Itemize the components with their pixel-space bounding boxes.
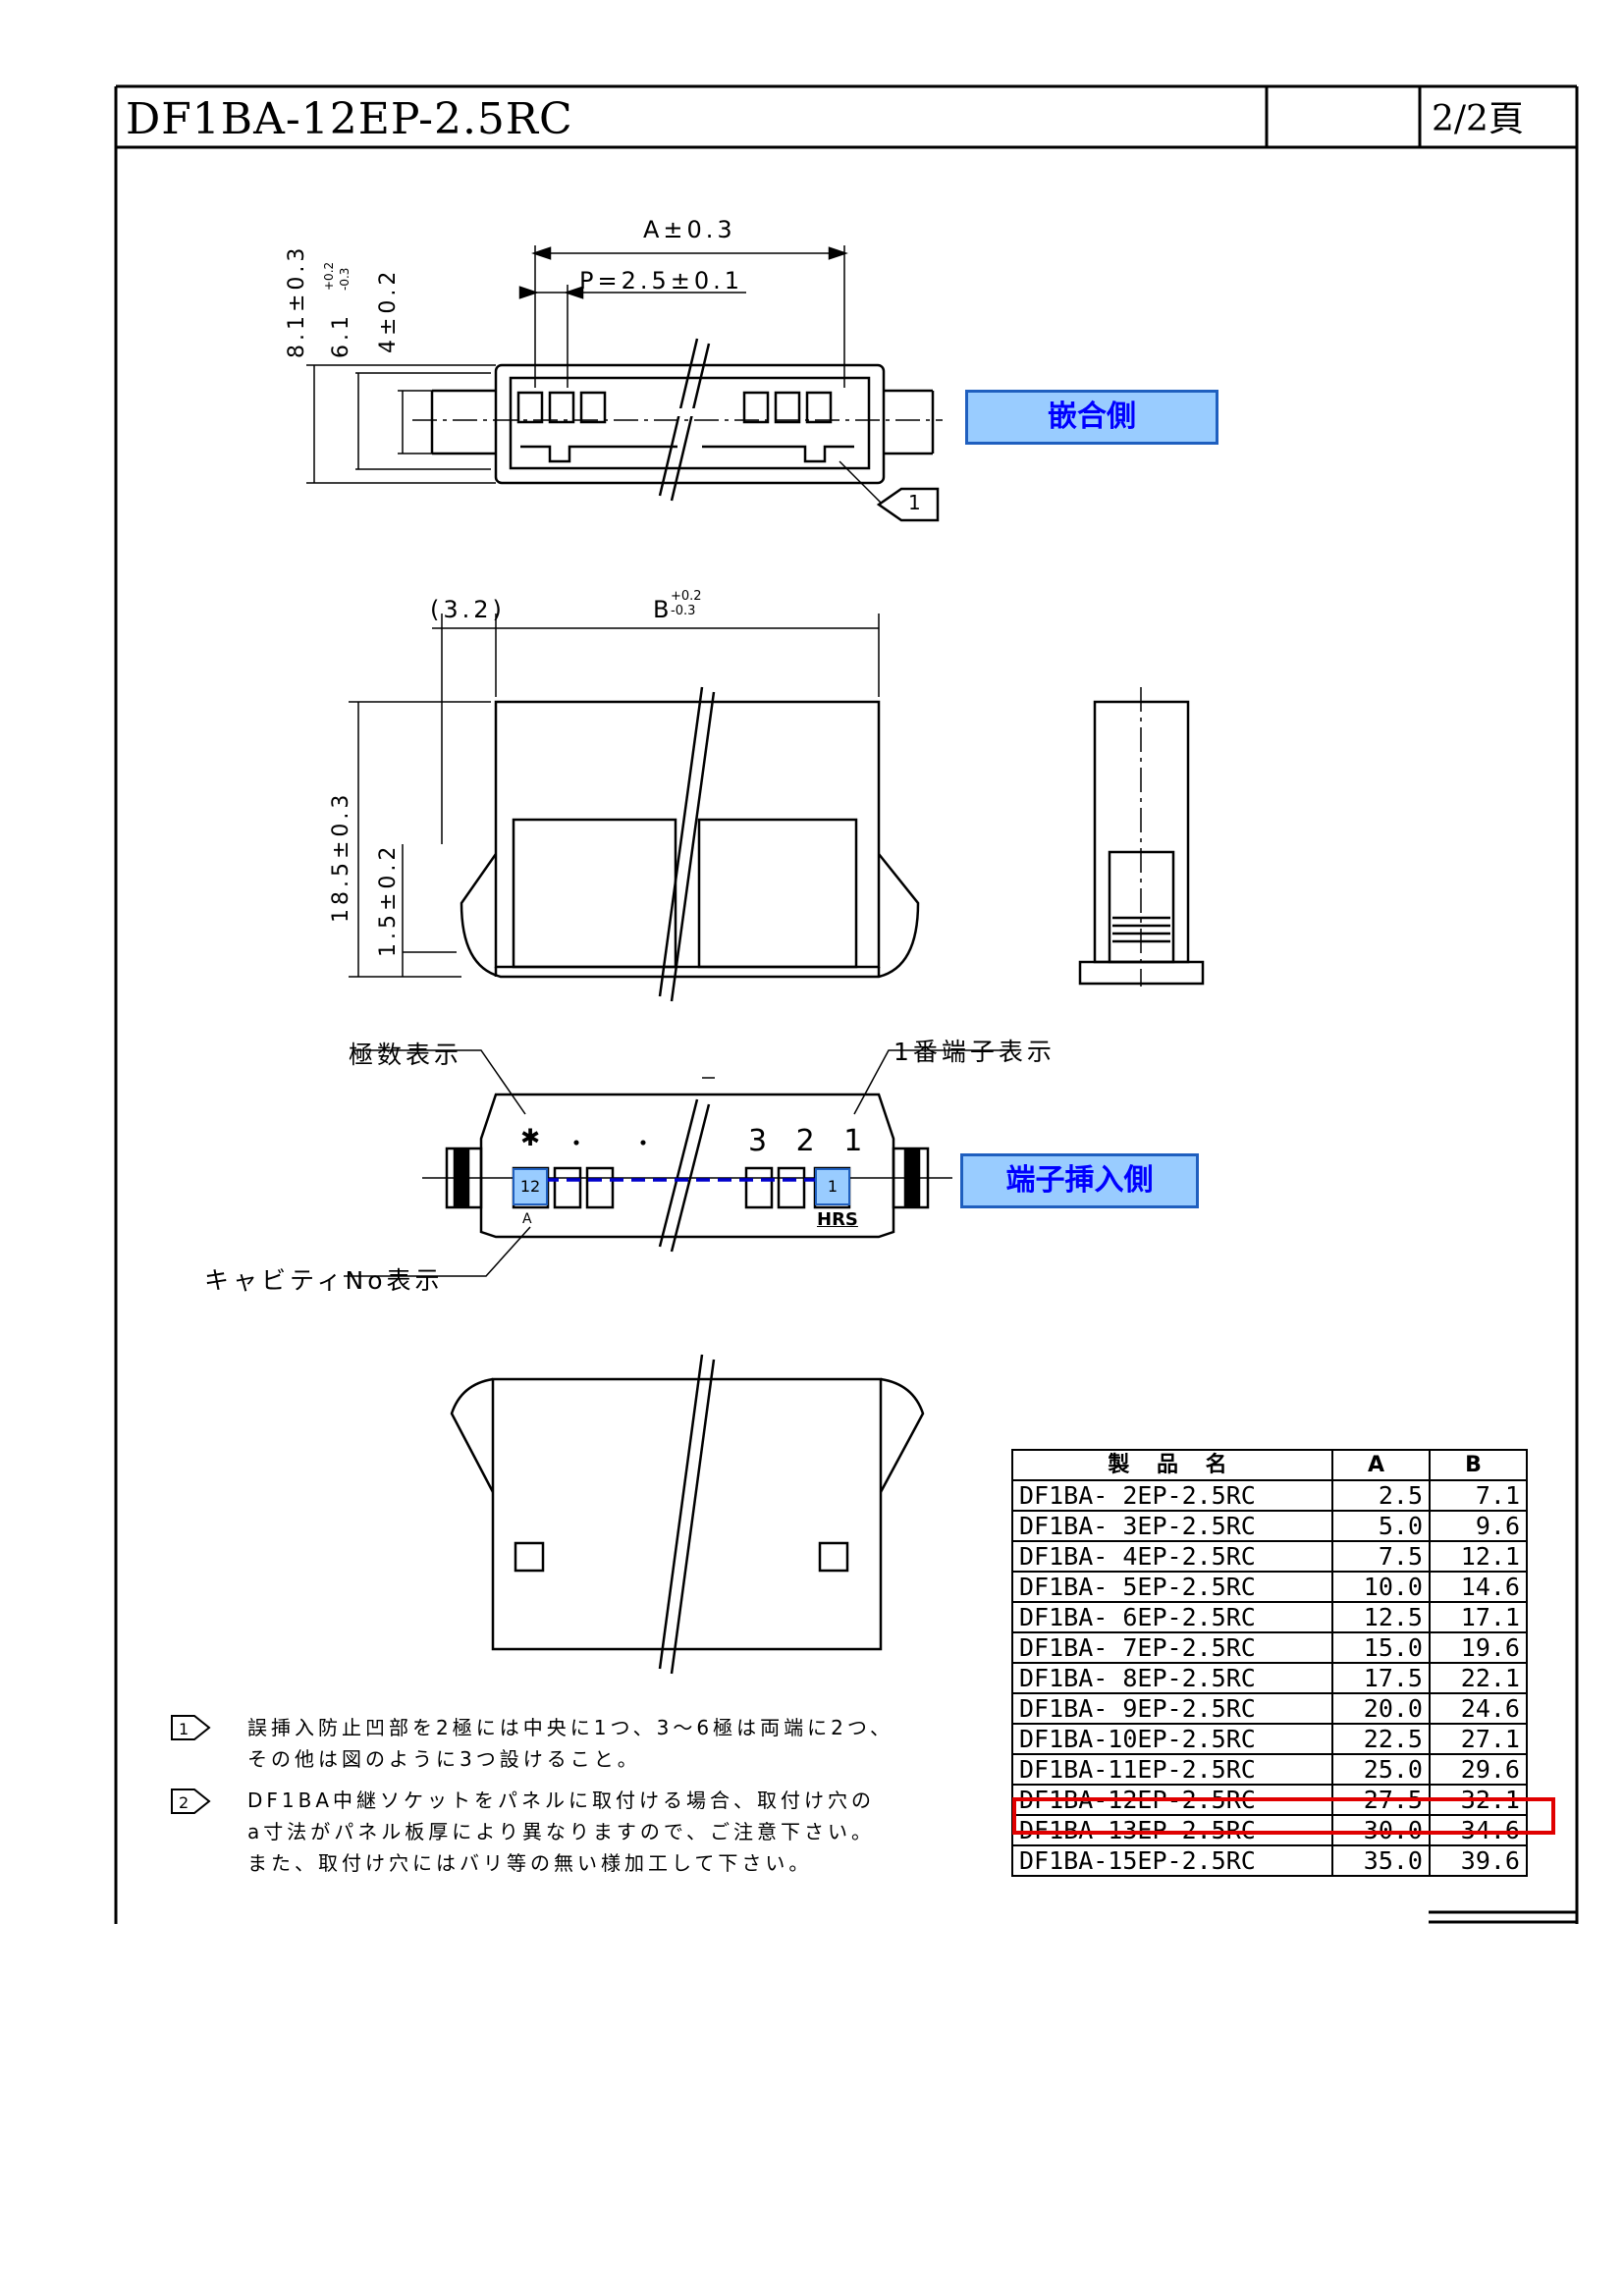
star-mark: ✱ [520, 1124, 541, 1151]
note-markers [171, 1715, 211, 1814]
dim-a: A±0.3 [643, 216, 736, 243]
cell-a: 10.0 [1331, 1571, 1431, 1603]
cell-a: 15.0 [1331, 1631, 1431, 1664]
dim-b: B [653, 596, 670, 623]
dim-6-1-tol-plus: +0.2 [322, 261, 336, 291]
cell-b: 34.6 [1429, 1814, 1528, 1846]
dim-b-tol-plus: +0.2 [671, 589, 702, 604]
mating-side-callout: 嵌合側 [965, 390, 1218, 445]
cell-a: 25.0 [1331, 1753, 1431, 1786]
bottom-view [450, 1354, 925, 1675]
drawing-title: DF1BA-12EP-2.5RC [126, 94, 573, 144]
cell-a: 17.5 [1331, 1662, 1431, 1694]
cell-product-name: DF1BA- 8EP-2.5RC [1011, 1662, 1333, 1694]
side-view [1078, 687, 1205, 987]
dim-1-5: 1.5±0.2 [376, 842, 401, 957]
cell-a: 20.0 [1331, 1692, 1431, 1725]
note-2-number: 2 [179, 1793, 189, 1812]
note-1-ref: 1 [908, 491, 921, 514]
header-product-name: 製 品 名 [1011, 1449, 1333, 1481]
note-2-line-3: また、取付け穴にはバリ等の無い様加工して下さい。 [247, 1851, 813, 1875]
pole-dots: ・ ・ [565, 1130, 665, 1157]
cell-product-name: DF1BA- 7EP-2.5RC [1011, 1631, 1333, 1664]
cell-b: 39.6 [1429, 1844, 1528, 1877]
cell-product-name: DF1BA- 9EP-2.5RC [1011, 1692, 1333, 1725]
header-b: B [1429, 1449, 1528, 1481]
dim-p: P=2.5±0.1 [579, 267, 744, 294]
cell-a: 30.0 [1331, 1814, 1431, 1846]
cavity-12-marker: 12 [513, 1168, 548, 1205]
page-number: 2/2頁 [1432, 99, 1524, 139]
note-1-line-1: 誤挿入防止凹部を2極には中央に1つ、3～6極は両端に2つ、 [247, 1716, 894, 1739]
dim-3-2: (3.2) [430, 596, 506, 623]
cell-b: 9.6 [1429, 1510, 1528, 1542]
cell-b: 17.1 [1429, 1601, 1528, 1633]
note-1-number: 1 [179, 1720, 189, 1738]
cell-a: 22.5 [1331, 1723, 1431, 1755]
cell-product-name: DF1BA- 3EP-2.5RC [1011, 1510, 1333, 1542]
hrs-logo: HRS [817, 1209, 858, 1230]
note-2-line-1: DF1BA中継ソケットをパネルに取付ける場合、取付け穴の [247, 1789, 876, 1812]
cell-b: 19.6 [1429, 1631, 1528, 1664]
cell-a: 5.0 [1331, 1510, 1431, 1542]
cell-b: 22.1 [1429, 1662, 1528, 1694]
dim-6-1: 6.1 [329, 312, 353, 358]
cell-product-name: DF1BA- 4EP-2.5RC [1011, 1540, 1333, 1573]
cell-b: 24.6 [1429, 1692, 1528, 1725]
dim-8-1: 8.1±0.3 [285, 243, 309, 358]
cell-b: 12.1 [1429, 1540, 1528, 1573]
front-view [349, 614, 920, 1002]
cavity-a-mark: A [522, 1211, 532, 1227]
table-header: 製 品 名 A B [1011, 1449, 1528, 1481]
cell-b: 27.1 [1429, 1723, 1528, 1755]
terminal-side-callout: 端子挿入側 [960, 1153, 1199, 1208]
terminal-side-view [344, 1049, 1016, 1277]
highlight-row-box [1012, 1797, 1555, 1835]
note-1-line-2: その他は図のように3つ設けること。 [247, 1747, 641, 1771]
pin-numbers: 3 2 1 [748, 1124, 873, 1158]
cell-product-name: DF1BA- 2EP-2.5RC [1011, 1479, 1333, 1512]
cell-product-name: DF1BA-13EP-2.5RC [1011, 1814, 1333, 1846]
dim-6-1-tol-minus: -0.3 [338, 267, 352, 291]
cell-a: 2.5 [1331, 1479, 1431, 1512]
cell-b: 7.1 [1429, 1479, 1528, 1512]
cell-product-name: DF1BA- 6EP-2.5RC [1011, 1601, 1333, 1633]
cell-a: 7.5 [1331, 1540, 1431, 1573]
mating-side-view [306, 245, 943, 522]
cell-product-name: DF1BA- 5EP-2.5RC [1011, 1571, 1333, 1603]
cell-a: 35.0 [1331, 1844, 1431, 1877]
cavity-1-marker: 1 [815, 1168, 850, 1205]
cell-product-name: DF1BA-10EP-2.5RC [1011, 1723, 1333, 1755]
note-2-line-2: a寸法がパネル板厚により異なりますので、ご注意下さい。 [247, 1820, 876, 1843]
header-a: A [1331, 1449, 1431, 1481]
cell-b: 14.6 [1429, 1571, 1528, 1603]
cell-product-name: DF1BA-11EP-2.5RC [1011, 1753, 1333, 1786]
pole-mark-label: 極数表示 [349, 1041, 463, 1069]
pin1-mark-label: 1番端子表示 [893, 1038, 1056, 1066]
cavity-no-label: キャビティNo表示 [204, 1266, 444, 1295]
dim-b-tol-minus: -0.3 [671, 604, 696, 618]
cell-b: 29.6 [1429, 1753, 1528, 1786]
dim-4: 4±0.2 [376, 267, 401, 353]
dim-18-5: 18.5±0.3 [329, 790, 353, 923]
cell-product-name: DF1BA-15EP-2.5RC [1011, 1844, 1333, 1877]
cell-a: 12.5 [1331, 1601, 1431, 1633]
